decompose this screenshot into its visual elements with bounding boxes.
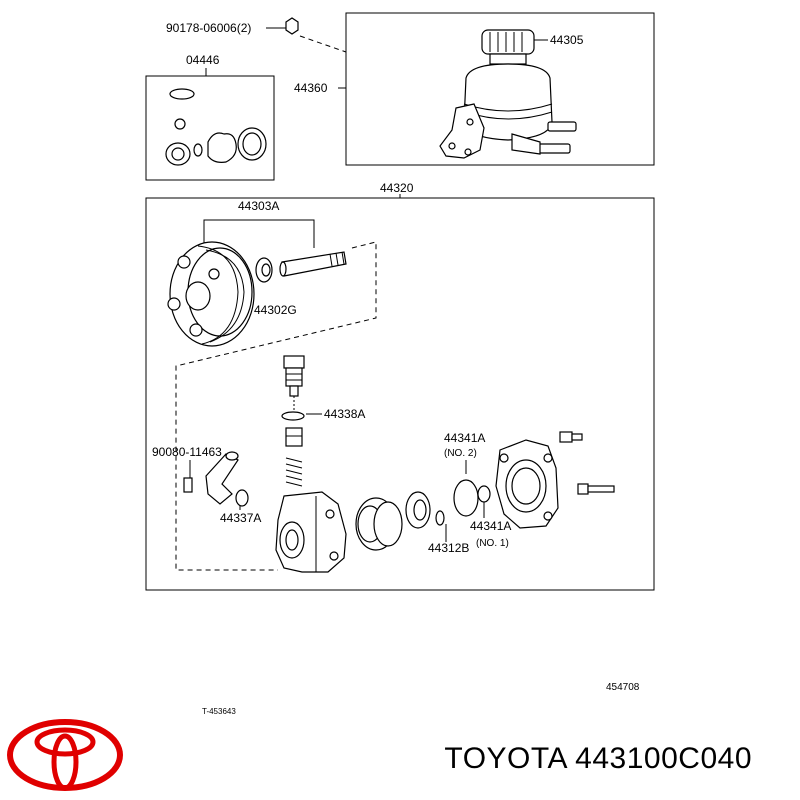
toyota-emblem-icon [7, 719, 123, 791]
callout-44320: 44320 [380, 181, 414, 195]
note-no1: (NO. 1) [476, 538, 509, 549]
reservoir-tank [439, 63, 577, 159]
callout-44337A: 44337A [220, 511, 261, 525]
union-bolt: 90080-11463 44337A [152, 445, 261, 525]
gasket-kit-frame [145, 75, 275, 181]
illustration-id: 454708 [606, 682, 640, 693]
callout-44305: 44305 [550, 33, 584, 47]
callout-44302G: 44302G [254, 303, 297, 317]
callout-44338A: 44338A [324, 407, 365, 421]
union-oring [235, 489, 249, 507]
nut-group: 90178-06006(2) [166, 17, 347, 53]
oring-set: 44341A (NO. 2) 44341A (NO. 1) [444, 431, 511, 549]
rear-bolts [559, 431, 615, 495]
pump-housing [275, 491, 347, 573]
shaft-seal: 44302G [254, 257, 297, 317]
pulley [167, 241, 255, 347]
brand-part-number: TOYOTA 443100C040 [444, 742, 752, 775]
nut-icon [285, 17, 299, 35]
valve-fitting: 44338A [281, 355, 365, 487]
sheet-ref: T-453643 [202, 707, 236, 716]
callout-44312B: 44312B [428, 541, 469, 555]
toyota-logo [6, 718, 124, 792]
reservoir-cap [481, 29, 535, 65]
valve-oring [281, 411, 305, 421]
callout-90178-06006: 90178-06006(2) [166, 21, 251, 35]
pump-shaft [279, 251, 347, 277]
gasket-kit-group: 04446 [145, 53, 275, 181]
callout-04446: 04446 [186, 53, 220, 67]
pump-assy-frame [145, 197, 655, 591]
callout-44341A-no1: 44341A [470, 519, 511, 533]
callout-44360: 44360 [294, 81, 328, 95]
cam-ring-rotor: 44312B [355, 491, 469, 555]
reservoir-group: 44305 44360 [294, 12, 655, 166]
callout-44341A-no2: 44341A [444, 431, 485, 445]
rear-cover [495, 439, 559, 529]
callout-90080-11463: 90080-11463 [152, 445, 222, 459]
note-no2: (NO. 2) [444, 448, 477, 459]
reservoir-frame [345, 12, 655, 166]
pump-assy-group: 44320 44303A 44302G [145, 181, 655, 591]
callout-44303A: 44303A [238, 199, 279, 213]
